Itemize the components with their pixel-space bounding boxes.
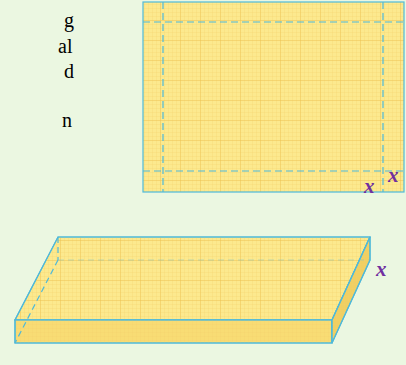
dimension-label: x [364,176,375,197]
box-top [15,237,370,320]
dimension-label: x [376,259,387,280]
box-top-grid [15,237,370,320]
cut-text: n [62,110,72,130]
open-box [15,237,370,343]
box-front [15,320,332,343]
sheet-grid [143,2,404,192]
fold-lines [143,2,404,192]
cut-text: g [64,10,74,30]
hidden-edges [15,237,370,343]
sheet-fill [143,2,404,192]
sheet-border [143,2,404,192]
box-side-grid [332,237,370,343]
box-side [332,237,370,343]
dimension-label: x [388,165,399,186]
cut-text: d [64,61,74,81]
box-front-grid [15,320,332,343]
flat-sheet [143,2,404,192]
cut-text: al [58,36,72,56]
